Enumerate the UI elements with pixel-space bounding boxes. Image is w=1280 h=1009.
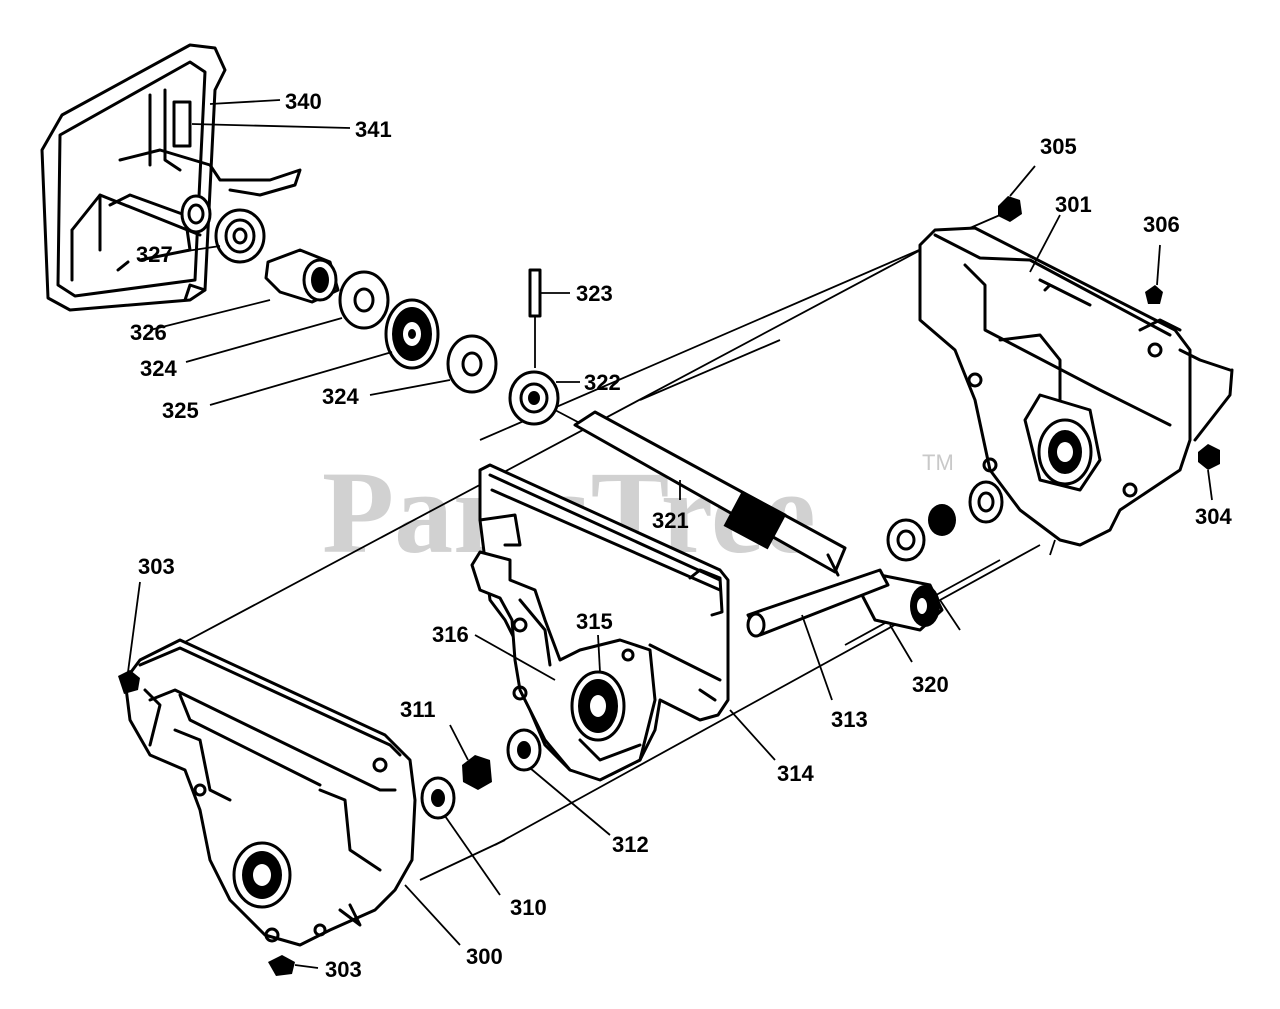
- housing-cover-340: [40, 43, 351, 312]
- bearing-right-set: [886, 480, 1004, 562]
- callout-313: 313: [831, 707, 868, 732]
- callout-341: 341: [355, 117, 392, 142]
- axle-313: [746, 568, 890, 701]
- spacer-311: [449, 724, 492, 790]
- callout-324-upper: 324: [140, 356, 177, 381]
- callout-323: 323: [576, 281, 613, 306]
- callout-304: 304: [1195, 504, 1232, 529]
- callout-324-lower: 324: [322, 384, 359, 409]
- washer-324-upper: [185, 270, 390, 363]
- gear-housing-301: [918, 214, 1234, 556]
- gear-327: [179, 208, 266, 264]
- callout-314: 314: [777, 761, 814, 786]
- callout-303-lower: 303: [325, 957, 362, 982]
- callout-320: 320: [912, 672, 949, 697]
- gear-315: [570, 634, 626, 742]
- washer-324-lower: [369, 334, 498, 396]
- screw-306: [1145, 244, 1163, 304]
- callout-316: 316: [432, 622, 469, 647]
- screw-303-lower: [268, 955, 319, 976]
- callout-303-upper: 303: [138, 554, 175, 579]
- sprocket-325: [209, 298, 440, 406]
- key-323: [528, 268, 570, 368]
- callout-325: 325: [162, 398, 199, 423]
- callout-305: 305: [1040, 134, 1077, 159]
- worm-shaft-321: [573, 410, 847, 577]
- nut-305: [998, 165, 1036, 222]
- watermark-trademark: TM: [922, 450, 954, 475]
- bearing-322: [508, 370, 580, 426]
- callout-306: 306: [1143, 212, 1180, 237]
- callout-321: 321: [652, 508, 689, 533]
- screw-303-upper: [118, 581, 141, 694]
- callout-312: 312: [612, 832, 649, 857]
- callout-labels: 340 341 327 326 324 325 324 323 322 321 …: [130, 89, 1232, 982]
- bearing-312: [506, 728, 611, 836]
- callout-301: 301: [1055, 192, 1092, 217]
- callout-327: 327: [136, 242, 173, 267]
- callout-340: 340: [285, 89, 322, 114]
- callout-310: 310: [510, 895, 547, 920]
- callout-315: 315: [576, 609, 613, 634]
- callout-326: 326: [130, 320, 167, 345]
- callout-300: 300: [466, 944, 503, 969]
- nut-304: [1198, 444, 1220, 501]
- gear-housing-300: [123, 638, 461, 947]
- shaft-326: [149, 248, 340, 331]
- bearing-310: [420, 776, 501, 896]
- callout-322: 322: [584, 370, 621, 395]
- callout-311: 311: [400, 697, 436, 722]
